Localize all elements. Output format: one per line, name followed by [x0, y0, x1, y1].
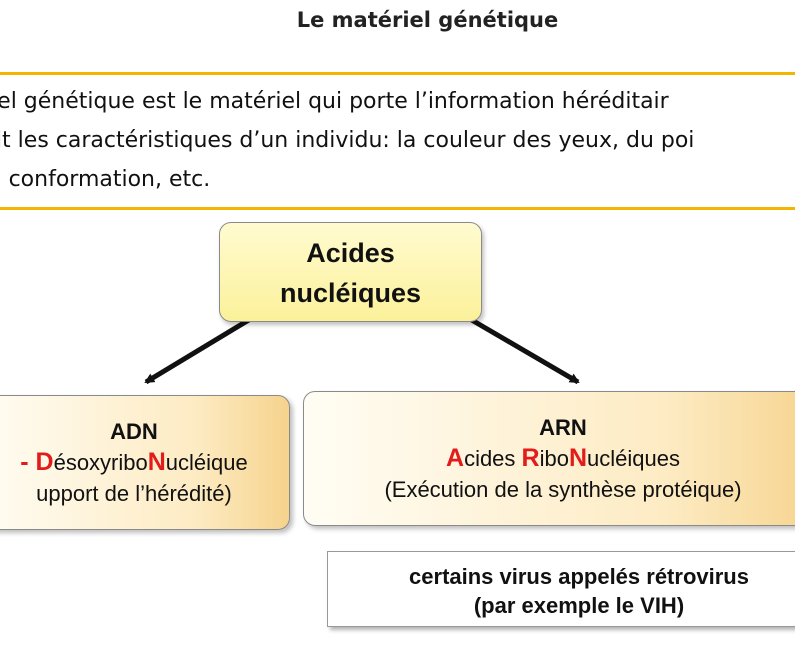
- adn-letter-n: N: [147, 448, 166, 476]
- adn-letter-d: D: [35, 448, 54, 476]
- bottom-divider: [0, 207, 795, 210]
- adn-box: ADN - DésoxyriboNucléique upport de l’hé…: [0, 395, 290, 530]
- adn-full-name: - DésoxyriboNucléique: [0, 447, 289, 478]
- arn-name-part: cides: [464, 446, 522, 471]
- adn-heading: ADN: [110, 419, 158, 444]
- retrovirus-box: certains virus appelés rétrovirus (par e…: [327, 551, 795, 627]
- arn-name-part: ucléiques: [587, 446, 680, 471]
- adn-name-part: ésoxyribo: [53, 450, 148, 475]
- root-label-line-2: nucléiques: [279, 278, 422, 308]
- arn-role: (Exécution de la synthèse protéique): [384, 477, 742, 502]
- page-title: Le matériel génétique: [296, 8, 559, 32]
- intro-line-3: la conformation, etc.: [0, 167, 211, 192]
- arn-heading: ARN: [539, 415, 587, 440]
- arn-letter-r: R: [521, 444, 540, 472]
- adn-name-part: ucléique: [165, 450, 248, 475]
- arn-name-part: ibo: [539, 446, 569, 471]
- arrow-to-adn: [144, 309, 264, 385]
- arn-box: ARN Acides RiboNucléiques (Exécution de …: [303, 391, 795, 526]
- root-label-line-1: Acides: [306, 238, 395, 268]
- intro-line-1: riel génétique est le matériel qui porte…: [0, 89, 669, 114]
- intro-line-2: nit les caractéristiques d’un individu: …: [0, 128, 695, 153]
- virus-line-1: certains virus appelés rétrovirus: [409, 564, 749, 589]
- adn-prefix: -: [20, 448, 36, 476]
- arn-letter-n: N: [568, 444, 588, 472]
- top-divider: [0, 72, 795, 75]
- arn-letter-a: A: [446, 444, 465, 472]
- adn-role: upport de l’hérédité): [36, 481, 232, 506]
- virus-line-2: (par exemple le VIH): [473, 593, 685, 618]
- nucleic-acids-box: Acides nucléiques: [219, 222, 482, 322]
- arrow-to-arn: [456, 309, 580, 385]
- intro-paragraph: riel génétique est le matériel qui porte…: [0, 82, 795, 199]
- arn-full-name: Acides RiboNucléiques: [304, 443, 795, 474]
